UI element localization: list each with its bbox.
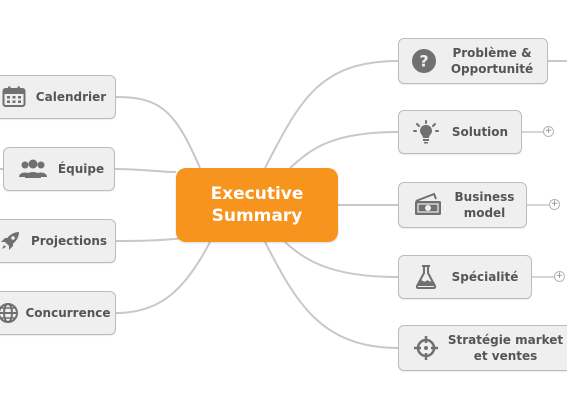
target-icon	[413, 335, 439, 361]
expand-specialite-button[interactable]: +	[554, 271, 565, 282]
node-projections-label: Projections	[30, 234, 108, 248]
node-specialite-label: Spécialité	[451, 270, 519, 284]
node-strategie-market[interactable]: Stratégie market et ventes	[398, 325, 567, 371]
central-topic-line1: Executive	[210, 184, 304, 204]
question-icon: ?	[411, 48, 437, 74]
connector-probleme	[264, 60, 399, 169]
central-topic[interactable]: Executive Summary	[176, 168, 338, 242]
connector-equipe	[114, 168, 177, 173]
node-business-label: Business model	[443, 189, 526, 221]
connector-concurrence	[115, 241, 211, 314]
connector-specialite	[284, 241, 399, 278]
expand-business-button[interactable]: +	[549, 199, 560, 210]
node-business-label-line1: Business	[454, 190, 515, 204]
calendar-icon	[1, 84, 27, 110]
node-probleme-label: Problème & Opportunité	[437, 45, 547, 77]
node-solution-label: Solution	[451, 125, 509, 139]
node-calendrier-label: Calendrier	[35, 90, 107, 104]
node-business-model[interactable]: Business model	[398, 182, 527, 228]
flask-icon	[413, 264, 439, 290]
node-equipe-label: Équipe	[57, 162, 105, 176]
expand-solution-button[interactable]: +	[543, 126, 554, 137]
node-strategie-label: Stratégie market et ventes	[439, 332, 567, 364]
node-solution[interactable]: Solution	[398, 110, 522, 154]
money-icon	[413, 192, 443, 218]
connector-strategie	[264, 241, 399, 349]
node-strategie-label-line2: et ventes	[473, 349, 538, 363]
rocket-icon	[0, 228, 23, 254]
connector-solution	[289, 131, 399, 169]
globe-icon	[0, 300, 21, 326]
node-concurrence[interactable]: Concurrence	[0, 291, 116, 335]
node-specialite[interactable]: Spécialité	[398, 255, 532, 299]
connector-calendrier	[115, 96, 201, 169]
node-business-label-line2: model	[463, 206, 506, 220]
node-strategie-label-line1: Stratégie market	[447, 333, 564, 347]
node-probleme-label-line1: Problème &	[452, 46, 532, 60]
team-icon	[18, 156, 48, 182]
node-projections[interactable]: Projections	[0, 219, 116, 263]
node-calendrier[interactable]: Calendrier	[0, 75, 116, 119]
connector-projections	[115, 237, 186, 242]
svg-text:?: ?	[419, 52, 428, 71]
central-topic-line2: Summary	[211, 206, 303, 226]
node-concurrence-label: Concurrence	[25, 306, 111, 320]
lightbulb-icon	[413, 119, 439, 145]
node-equipe[interactable]: Équipe	[3, 147, 115, 191]
node-probleme-label-line2: Opportunité	[450, 62, 534, 76]
node-probleme-opportunite[interactable]: ? Problème & Opportunité	[398, 38, 548, 84]
